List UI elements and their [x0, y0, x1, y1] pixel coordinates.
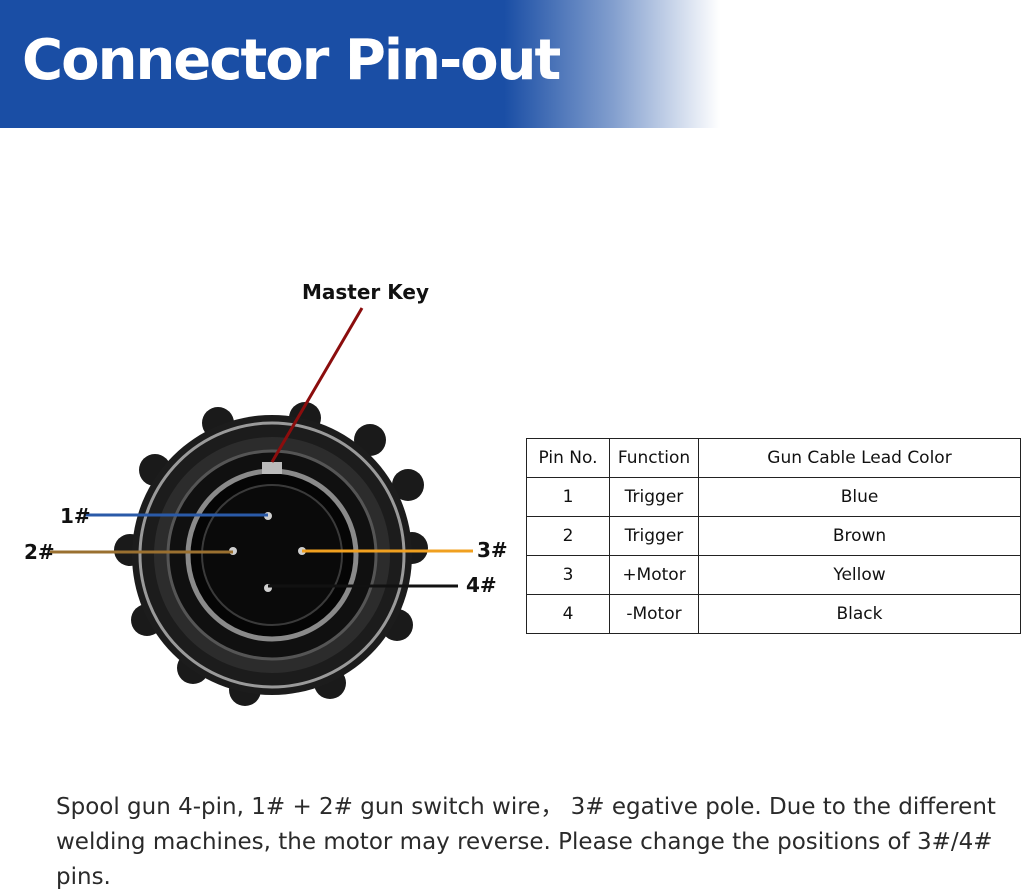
header-banner: Connector Pin-out [0, 0, 720, 128]
cell-pin: 3 [526, 555, 610, 595]
cell-pin: 4 [526, 594, 610, 634]
header-function: Function [609, 438, 699, 478]
table-row: 3 +Motor Yellow [526, 555, 1021, 595]
cell-color: Black [698, 594, 1021, 634]
cell-pin: 1 [526, 477, 610, 517]
pin-table: Pin No. Function Gun Cable Lead Color 1 … [526, 438, 1021, 634]
cell-color: Blue [698, 477, 1021, 517]
connector-illustration [50, 307, 473, 706]
pin-label-1: 1# [60, 504, 91, 528]
header-pin-no: Pin No. [526, 438, 610, 478]
master-key-label: Master Key [302, 280, 430, 304]
pinout-note: Spool gun 4-pin, 1# + 2# gun switch wire… [56, 794, 996, 890]
cell-pin: 2 [526, 516, 610, 556]
cell-color: Yellow [698, 555, 1021, 595]
pin-label-2: 2# [24, 540, 55, 564]
table-row: 4 -Motor Black [526, 594, 1021, 634]
page-title: Connector Pin-out [22, 28, 561, 93]
cell-function: Trigger [609, 516, 699, 556]
header-lead-color: Gun Cable Lead Color [698, 438, 1021, 478]
table-row: 2 Trigger Brown [526, 516, 1021, 556]
cell-color: Brown [698, 516, 1021, 556]
master-key-wire [270, 307, 364, 463]
table-row: 1 Trigger Blue [526, 477, 1021, 517]
cell-function: -Motor [609, 594, 699, 634]
pin-label-3: 3# [477, 538, 508, 562]
connector-diagram: Master Key 1# 2# 3# 4# [0, 270, 520, 710]
cell-function: +Motor [609, 555, 699, 595]
pin-label-4: 4# [466, 573, 497, 597]
cell-function: Trigger [609, 477, 699, 517]
table-header-row: Pin No. Function Gun Cable Lead Color [526, 438, 1021, 478]
